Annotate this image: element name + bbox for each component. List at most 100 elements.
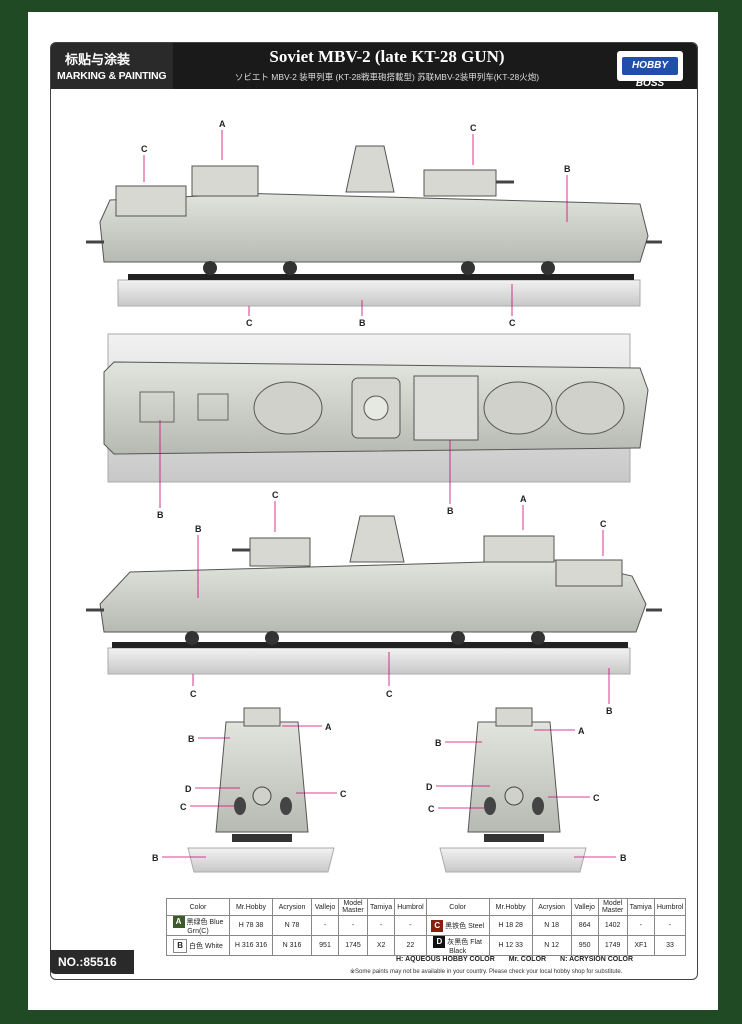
buffer-left bbox=[234, 797, 246, 815]
header-vallejo: Vallejo bbox=[311, 898, 339, 916]
callout-c: C bbox=[593, 793, 600, 803]
display-stand bbox=[107, 647, 631, 675]
cell-model-master: 1749 bbox=[597, 935, 628, 956]
page-subtitle: ソビエト MBV-2 装甲列車 (KT-28戦車砲搭載型) 苏联MBV-2装甲列… bbox=[234, 72, 540, 82]
wheel bbox=[541, 261, 555, 275]
wheel bbox=[531, 631, 545, 645]
swatch-a: A bbox=[172, 916, 185, 928]
color-cell: C 黑铁色 Steel bbox=[425, 915, 490, 936]
cell-humbrol: - bbox=[394, 915, 427, 936]
cell-acrysion: N 18 bbox=[531, 915, 572, 936]
cell-model-master: 1402 bbox=[597, 915, 628, 936]
cell-tamiya: XF1 bbox=[626, 935, 655, 956]
color-cell: D 灰黑色 Flat Black bbox=[425, 935, 490, 956]
header-acrysion: Acrysion bbox=[531, 898, 572, 916]
end-hull bbox=[467, 721, 561, 833]
turret-rear bbox=[555, 559, 623, 587]
buffer-left bbox=[484, 797, 496, 815]
buffer-right bbox=[532, 797, 544, 815]
brand-logo: HOBBY BOSS bbox=[617, 51, 683, 89]
header-left-block bbox=[51, 43, 173, 89]
legend-acrysion: N: ACRYSION COLOR bbox=[560, 956, 634, 963]
cell-tamiya: X2 bbox=[366, 935, 396, 956]
display-stand bbox=[117, 279, 641, 307]
cell-vallejo: 864 bbox=[570, 915, 599, 936]
rear-view: A B D C C B bbox=[152, 707, 347, 873]
callout-c: C bbox=[272, 490, 279, 500]
callout-c: C bbox=[386, 689, 393, 699]
rail-track bbox=[128, 274, 634, 280]
hatch bbox=[363, 395, 389, 421]
turret-end bbox=[495, 707, 533, 727]
table-row: B 白色 White H 316 316 N 316 951 1745 X2 2… bbox=[166, 935, 687, 956]
color-table: Color Mr.Hobby Acrysion Vallejo Model Ma… bbox=[166, 898, 687, 956]
callout-c: C bbox=[509, 318, 516, 328]
turret-top bbox=[253, 381, 323, 435]
legend-mr-color: Mr. COLOR bbox=[508, 956, 547, 963]
cell-model-master: - bbox=[338, 915, 368, 936]
callout-b: B bbox=[152, 853, 159, 863]
command-tower bbox=[349, 515, 405, 563]
turret-top bbox=[483, 381, 553, 435]
turret-end bbox=[243, 707, 281, 727]
wheel bbox=[283, 261, 297, 275]
header-color: Color bbox=[425, 898, 490, 916]
buffer-center bbox=[252, 786, 272, 806]
brand-logo-text: HOBBY BOSS bbox=[622, 57, 678, 89]
end-hull bbox=[215, 721, 309, 833]
callout-c: C bbox=[600, 519, 607, 529]
legend-aqueous: H: AQUEOUS HOBBY COLOR bbox=[396, 956, 495, 963]
table-header-row: Color Mr.Hobby Acrysion Vallejo Model Ma… bbox=[166, 898, 687, 916]
cell-humbrol: - bbox=[653, 915, 687, 936]
wheel bbox=[203, 261, 217, 275]
header-acrysion: Acrysion bbox=[272, 898, 312, 916]
callout-c: C bbox=[340, 789, 347, 799]
product-number: NO.:85516 bbox=[50, 950, 134, 974]
table-row: A 黑绿色 Blue Grn(C) H 78 38 N 78 - - - - C… bbox=[166, 915, 687, 936]
color-name: 白色 White bbox=[189, 942, 223, 950]
grille bbox=[197, 393, 229, 421]
color-name: 灰黑色 Flat Black bbox=[447, 939, 482, 955]
wheel bbox=[185, 631, 199, 645]
callout-b: B bbox=[620, 853, 627, 863]
wheel-axle bbox=[484, 834, 544, 842]
callout-a: A bbox=[325, 722, 332, 732]
wheel bbox=[265, 631, 279, 645]
color-name: 黑绿色 Blue Grn(C) bbox=[186, 919, 224, 935]
display-stand bbox=[439, 847, 587, 873]
cell-mrhobby: H 78 38 bbox=[229, 915, 273, 936]
buffer-center bbox=[504, 786, 524, 806]
turret-mg bbox=[191, 165, 259, 197]
header-tamiya: Tamiya bbox=[366, 898, 396, 916]
callout-b: B bbox=[188, 734, 195, 744]
paint-legend: H: AQUEOUS HOBBY COLOR Mr. COLOR N: ACRY… bbox=[396, 956, 645, 963]
swatch-b: B bbox=[173, 938, 188, 953]
top-view: B B bbox=[103, 333, 649, 520]
turret-mg bbox=[483, 535, 555, 563]
header-model-master: Model Master bbox=[597, 898, 628, 916]
cell-acrysion: N 78 bbox=[272, 915, 312, 936]
side-view-right: C B A C C C B bbox=[86, 490, 662, 716]
callout-a: A bbox=[520, 494, 527, 504]
callout-a: A bbox=[578, 726, 585, 736]
display-stand bbox=[187, 847, 335, 873]
buffer-right bbox=[280, 797, 292, 815]
callout-b: B bbox=[359, 318, 366, 328]
header-humbrol: Humbrol bbox=[653, 898, 687, 916]
wheel-axle bbox=[232, 834, 292, 842]
side-view-left: A C C B C B C bbox=[86, 119, 662, 328]
front-view: A B D C C B bbox=[426, 707, 627, 873]
callout-b: B bbox=[447, 506, 454, 516]
turret-top bbox=[555, 381, 625, 435]
page-title: Soviet MBV-2 (late KT-28 GUN) bbox=[269, 47, 505, 66]
callout-c: C bbox=[246, 318, 253, 328]
color-cell: B 白色 White bbox=[166, 935, 230, 956]
callout-b: B bbox=[564, 164, 571, 174]
roof-hatch bbox=[139, 391, 175, 423]
cell-mrhobby: H 12 33 bbox=[488, 935, 533, 956]
callout-c: C bbox=[470, 123, 477, 133]
cell-tamiya: - bbox=[626, 915, 655, 936]
header-en-title: MARKING & PAINTING bbox=[57, 70, 167, 82]
swatch-c: C bbox=[431, 919, 444, 932]
